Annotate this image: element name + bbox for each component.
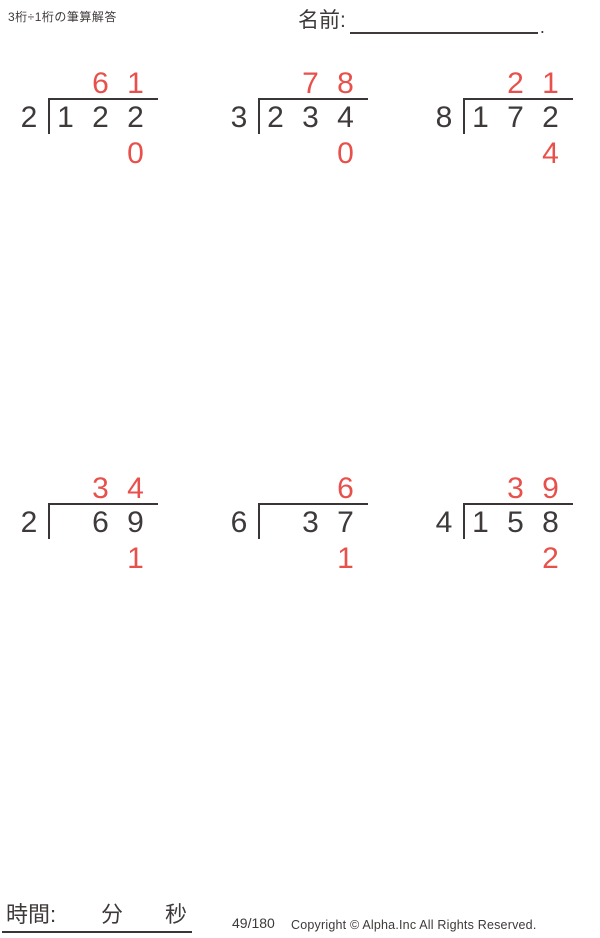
- dividend-digit: 6: [92, 506, 109, 539]
- remainder-digit: 4: [542, 137, 559, 170]
- minutes-label: 分: [101, 902, 124, 927]
- quotient-digit: 6: [337, 472, 354, 505]
- quotient-digit: 4: [127, 472, 144, 505]
- divisor: 4: [435, 506, 453, 539]
- division-bar: [258, 98, 368, 100]
- division-bracket-line: [463, 503, 465, 539]
- divisor: 8: [435, 101, 453, 134]
- dividend-digit: 7: [507, 101, 524, 134]
- division-bracket-line: [258, 98, 260, 134]
- dividend-digit: 3: [302, 101, 319, 134]
- remainder-row: 0: [258, 138, 363, 170]
- name-label: 名前:: [298, 9, 346, 32]
- remainder-row: 2: [463, 543, 568, 575]
- quotient-digit: 6: [92, 67, 109, 100]
- quotient-digit: 1: [542, 67, 559, 100]
- time-label: 時間:: [6, 902, 57, 927]
- division-bar: [48, 98, 158, 100]
- time-field: 時間: 分 秒: [2, 902, 192, 933]
- page-number: 49/180: [232, 915, 275, 931]
- dividend-digit: 8: [542, 506, 559, 539]
- remainder-digit: 0: [127, 137, 144, 170]
- dividend-digit: 2: [267, 101, 284, 134]
- division-bracket-line: [48, 503, 50, 539]
- quotient-digit: 8: [337, 67, 354, 100]
- dividend-digit: 7: [337, 506, 354, 539]
- dividend-digit: 4: [337, 101, 354, 134]
- divisor: 6: [230, 506, 248, 539]
- remainder-digit: 1: [337, 542, 354, 575]
- division-bracket-line: [258, 503, 260, 539]
- division-bracket-line: [48, 98, 50, 134]
- name-field: 名前: .: [298, 4, 545, 37]
- quotient-digit: 2: [507, 67, 524, 100]
- remainder-row: 0: [48, 138, 153, 170]
- division-bar: [48, 503, 158, 505]
- quotient-digit: 7: [302, 67, 319, 100]
- divisor: 2: [20, 506, 38, 539]
- division-bracket-line: [463, 98, 465, 134]
- name-line-period: .: [539, 17, 545, 37]
- dividend-digit: 3: [302, 506, 319, 539]
- remainder-digit: 0: [337, 137, 354, 170]
- quotient-digit: 9: [542, 472, 559, 505]
- dividend-digit: 9: [127, 506, 144, 539]
- dividend-digit: 5: [507, 506, 524, 539]
- dividend-digit: 2: [542, 101, 559, 134]
- quotient-digit: 3: [507, 472, 524, 505]
- dividend-digit: 1: [472, 101, 489, 134]
- quotient-digit: 3: [92, 472, 109, 505]
- divisor: 2: [20, 101, 38, 134]
- quotient-row: 6: [258, 473, 363, 505]
- remainder-row: 4: [463, 138, 568, 170]
- copyright-notice: Copyright © Alpha.Inc All Rights Reserve…: [291, 918, 537, 932]
- divisor: 3: [230, 101, 248, 134]
- name-input-line: [349, 10, 538, 34]
- remainder-digit: 2: [542, 542, 559, 575]
- dividend-digit: 1: [57, 101, 74, 134]
- worksheet-title: 3桁÷1桁の筆算解答: [8, 10, 117, 24]
- dividend-digit: 1: [472, 506, 489, 539]
- quotient-digit: 1: [127, 67, 144, 100]
- dividend-digit: 2: [127, 101, 144, 134]
- remainder-row: 1: [258, 543, 363, 575]
- remainder-row: 1: [48, 543, 153, 575]
- seconds-label: 秒: [165, 902, 188, 927]
- remainder-digit: 1: [127, 542, 144, 575]
- division-bar: [463, 98, 573, 100]
- division-bar: [258, 503, 368, 505]
- division-bar: [463, 503, 573, 505]
- dividend-digit: 2: [92, 101, 109, 134]
